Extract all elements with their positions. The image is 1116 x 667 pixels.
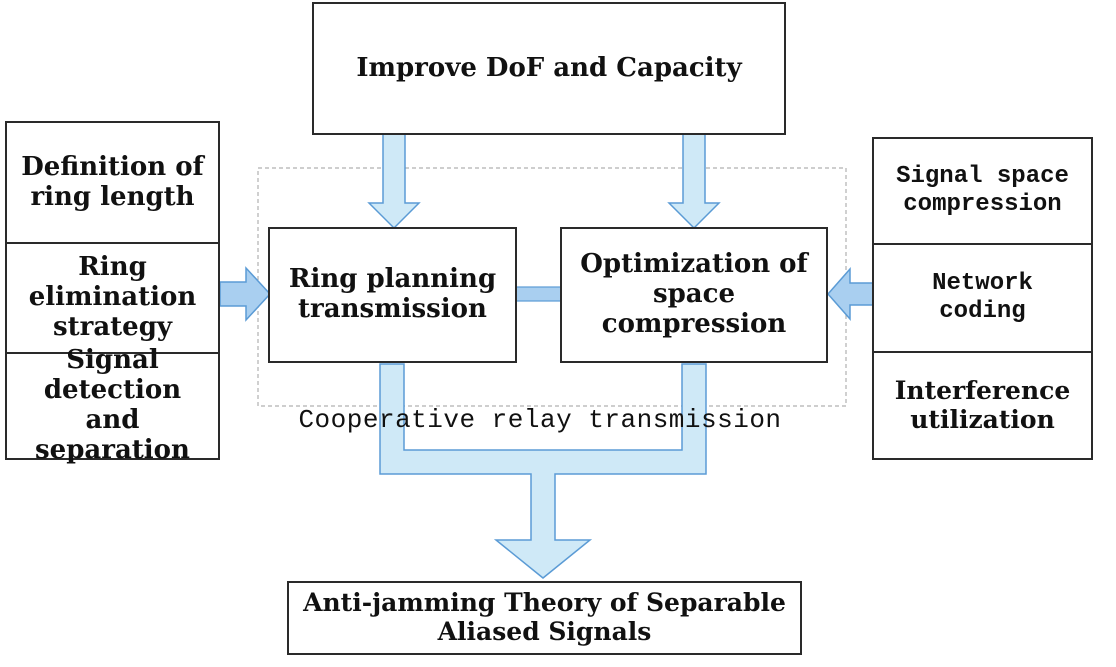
left-item-ring-elimination-label: Ring elimination strategy: [28, 252, 197, 342]
arrow-top-to-optimization: [667, 133, 721, 230]
arrow-merge-to-anti-jamming: [379, 363, 707, 579]
arrow-left-column-to-ring-planning: [219, 266, 272, 322]
optimization-label: Optimization of space compression: [580, 249, 808, 339]
right-item-signal-space: Signal space compression: [872, 137, 1093, 245]
ring-planning-box: Ring planning transmission: [268, 227, 517, 363]
right-item-interference-label: Interference utilization: [894, 375, 1071, 434]
right-item-network-coding-label: Network coding: [932, 270, 1033, 325]
left-item-ring-length-label: Definition of ring length: [21, 151, 204, 212]
left-item-ring-elimination: Ring elimination strategy: [5, 242, 220, 354]
left-item-signal-detection-label: Signal detection and separation: [35, 345, 190, 465]
top-goal-label: Improve DoF and Capacity: [356, 52, 742, 83]
arrow-top-to-ring-planning: [367, 133, 421, 230]
arrow-right-column-to-optimization: [827, 267, 874, 321]
ring-planning-label: Ring planning transmission: [288, 264, 497, 324]
left-item-signal-detection: Signal detection and separation: [5, 345, 220, 465]
right-item-signal-space-label: Signal space compression: [896, 163, 1069, 218]
anti-jamming-theory-box: Anti-jamming Theory of Separable Aliased…: [287, 581, 802, 655]
top-goal-box: Improve DoF and Capacity: [312, 2, 786, 135]
anti-jamming-theory-label: Anti-jamming Theory of Separable Aliased…: [303, 588, 786, 646]
connector-between-center-blocks: [515, 286, 563, 302]
right-item-network-coding: Network coding: [872, 243, 1093, 353]
left-item-ring-length: Definition of ring length: [5, 121, 220, 244]
optimization-box: Optimization of space compression: [560, 227, 828, 363]
right-item-interference: Interference utilization: [872, 351, 1093, 460]
cooperative-relay-caption: Cooperative relay transmission: [298, 405, 782, 435]
